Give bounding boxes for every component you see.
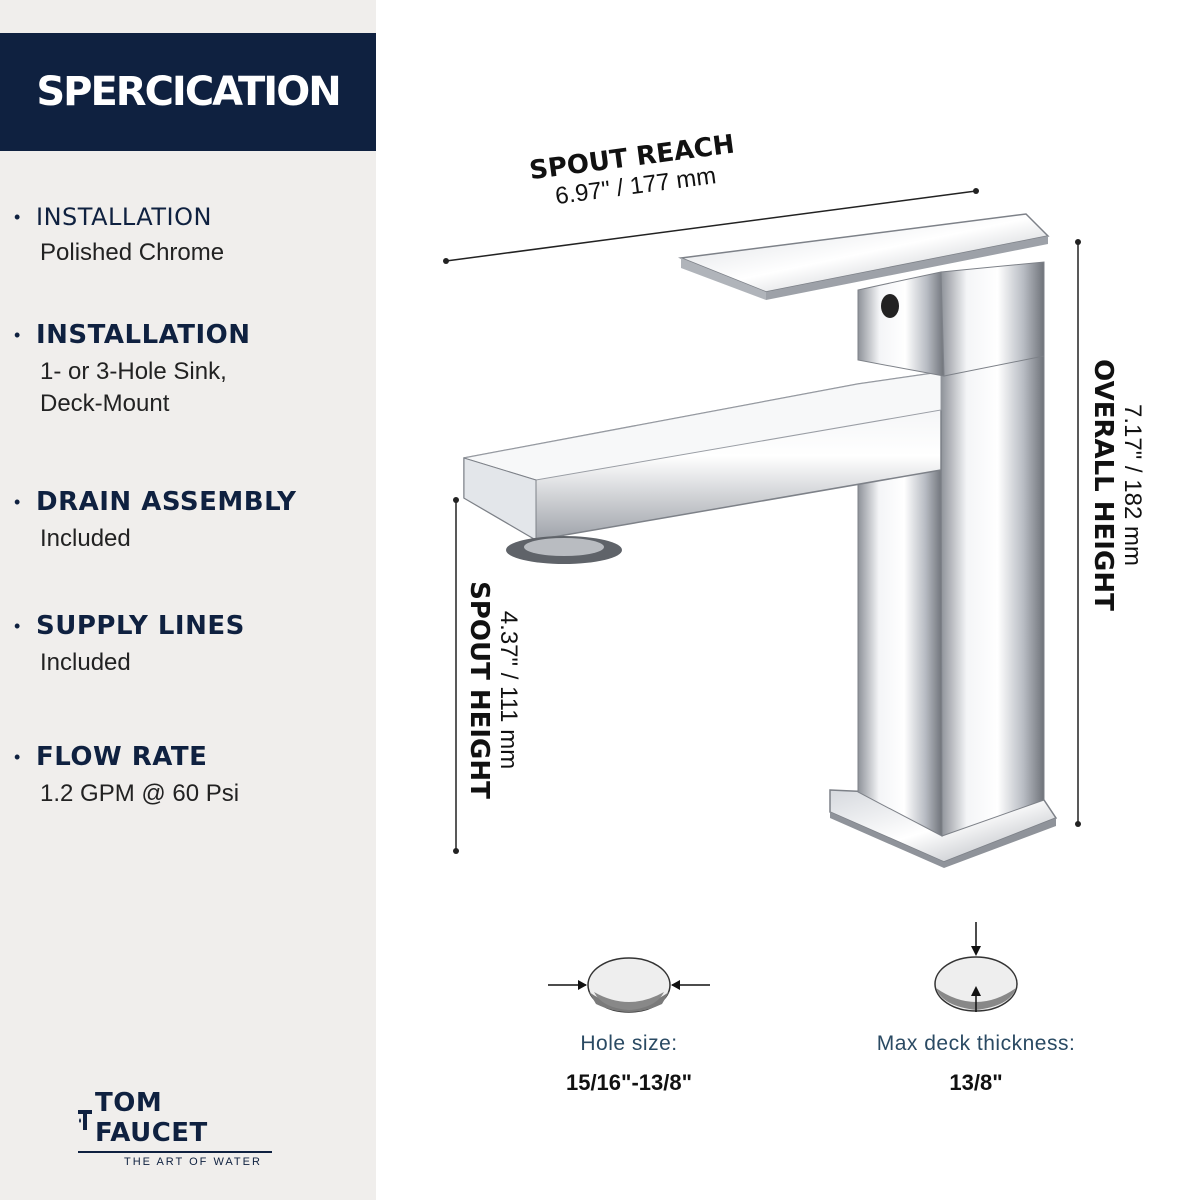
spec-value: 1.2 GPM @ 60 Psi	[40, 780, 240, 807]
spec-item-installation: • INSTALLATION 1- or 3-Hole Sink, Deck-Mo…	[14, 320, 251, 420]
bullet-icon: •	[14, 615, 21, 636]
bullet-icon: •	[14, 746, 21, 767]
spec-value: 1- or 3-Hole Sink, Deck-Mount	[40, 358, 227, 417]
brand-name: TOM FAUCET	[95, 1088, 208, 1148]
hole-size-caption: Hole size: 15/16"-13/8"	[489, 1032, 769, 1096]
spec-label: FLOW RATE	[36, 742, 208, 772]
overall-height-dimension	[1075, 239, 1081, 827]
overall-height-label-group: 7.17" / 182 mm OVERALL HEIGHT	[1088, 355, 1146, 615]
hole-size-label: Hole size:	[580, 1032, 678, 1055]
bullet-icon: •	[14, 206, 21, 227]
spout-height-title: SPOUT HEIGHT	[464, 581, 494, 799]
deck-thickness-icon	[934, 922, 1018, 1012]
bullet-icon: •	[14, 491, 21, 512]
spout-height-dimension	[453, 497, 459, 854]
faucet-cartridge	[857, 261, 1045, 377]
spec-item-finish: • INSTALLATION Polished Chrome	[14, 203, 224, 269]
deck-thickness-label: Max deck thickness:	[876, 1032, 1076, 1055]
faucet-lever	[678, 213, 1050, 300]
spec-banner: SPERCICATION	[0, 33, 376, 151]
overall-height-title: OVERALL HEIGHT	[1088, 359, 1118, 611]
faucet-spout	[463, 371, 942, 564]
spec-label: INSTALLATION	[36, 320, 251, 350]
hole-size-value: 15/16"-13/8"	[565, 1070, 693, 1095]
spec-label: SUPPLY LINES	[36, 611, 245, 641]
spec-item-drain: • DRAIN ASSEMBLY Included	[14, 487, 296, 555]
faucet-drawing	[443, 188, 1081, 1013]
product-diagram: SPOUT REACH 6.97" / 177 mm 7.17" / 182 m…	[376, 0, 1200, 1200]
spout-height-label-group: 4.37" / 111 mm SPOUT HEIGHT	[464, 580, 522, 800]
spout-height-value: 4.37" / 111 mm	[495, 610, 522, 770]
spec-sidebar: SPERCICATION • INSTALLATION Polished Chro…	[0, 0, 376, 1200]
bullet-icon: •	[14, 324, 21, 345]
brand-logo: TOM FAUCET THE ART OF WATER	[78, 1088, 278, 1168]
spec-item-supply: • SUPPLY LINES Included	[14, 611, 245, 679]
overall-height-value: 7.17" / 182 mm	[1119, 404, 1146, 566]
deck-thickness-value: 13/8"	[949, 1070, 1003, 1095]
spec-label: INSTALLATION	[36, 203, 212, 231]
deck-thickness-caption: Max deck thickness: 13/8"	[836, 1032, 1116, 1096]
spout-reach-dimension	[443, 188, 979, 264]
brand-tagline: THE ART OF WATER	[124, 1156, 262, 1168]
page-title: SPERCICATION	[36, 69, 341, 115]
hole-size-icon	[548, 957, 710, 1013]
spec-value: Included	[40, 649, 131, 676]
drop-logo-icon	[78, 1107, 92, 1130]
spec-value: Polished Chrome	[40, 239, 225, 266]
logo-divider	[78, 1151, 272, 1153]
spec-item-flow: • FLOW RATE 1.2 GPM @ 60 Psi	[14, 742, 239, 810]
spec-value: Included	[40, 525, 131, 552]
spec-label: DRAIN ASSEMBLY	[36, 487, 297, 517]
